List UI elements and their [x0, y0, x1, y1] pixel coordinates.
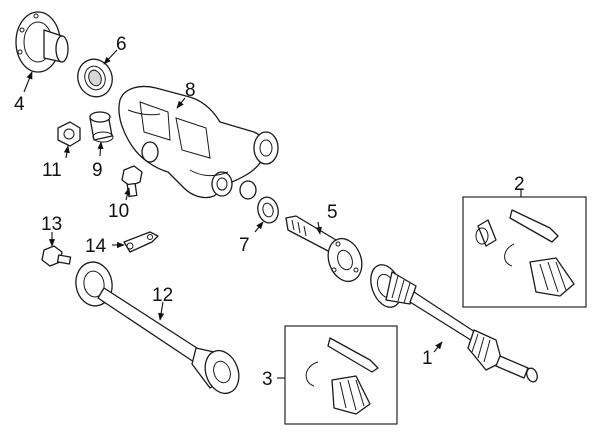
kit-3-frame — [284, 325, 398, 425]
callout-6: 6 — [116, 34, 127, 55]
callout-1: 1 — [422, 348, 433, 369]
callout-3: 3 — [262, 369, 273, 390]
part-5-shaft — [285, 215, 363, 283]
part-6-seal — [77, 58, 113, 98]
part-8-differential — [118, 85, 279, 200]
kit-2-frame — [462, 196, 587, 308]
part-11-nut — [57, 121, 81, 147]
callout-14: 14 — [85, 236, 107, 257]
part-13-bolt — [41, 245, 72, 267]
callout-4: 4 — [14, 94, 25, 115]
part-10-bolt — [121, 165, 143, 198]
callout-7: 7 — [239, 235, 250, 256]
callout-11: 11 — [42, 160, 62, 181]
kit-box-3 — [284, 325, 398, 425]
callout-9: 9 — [92, 160, 103, 181]
callout-2: 2 — [514, 174, 525, 195]
part-9-bushing — [89, 111, 114, 143]
part-14-bracket — [123, 231, 159, 253]
leader-lines — [23, 49, 522, 379]
part-4-flange — [15, 11, 69, 73]
callout-10: 10 — [108, 201, 129, 222]
callout-8: 8 — [185, 80, 196, 101]
part-12-axle — [75, 261, 240, 395]
part-7-seal — [257, 196, 279, 224]
callout-5: 5 — [327, 202, 338, 223]
callout-12: 12 — [152, 285, 173, 306]
part-1-axle — [370, 264, 538, 383]
kit-box-2 — [462, 196, 587, 308]
callout-13: 13 — [41, 214, 62, 235]
callout-labels: 1 2 3 4 5 6 7 8 9 10 11 12 13 14 — [14, 34, 525, 390]
